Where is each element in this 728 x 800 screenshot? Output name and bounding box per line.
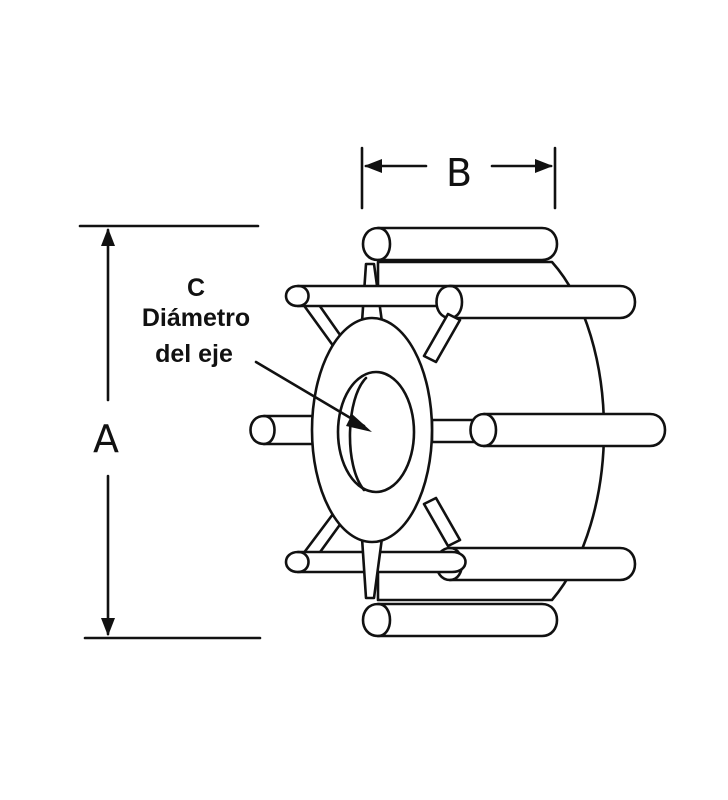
vane-upper-right [422, 284, 637, 364]
dimension-b-label: B [446, 151, 472, 195]
vane-right [430, 412, 667, 448]
shaft-diameter-callout: C Diámetro del eje [142, 274, 372, 432]
dimension-a: A [78, 224, 262, 640]
shaft-bore-inner-edge [348, 376, 368, 492]
shaft-leader-arrowhead [346, 414, 372, 432]
shaft-label-line2: del eje [155, 340, 233, 368]
shaft-bore [336, 370, 416, 494]
vane-left [249, 414, 320, 446]
shaft-label-letter: C [187, 274, 205, 302]
dimension-a-label: A [93, 417, 119, 461]
dimension-b: B [360, 146, 557, 210]
impeller [249, 226, 667, 638]
shaft-label-line1: Diámetro [142, 304, 250, 332]
shaft-leader-line [254, 360, 366, 428]
